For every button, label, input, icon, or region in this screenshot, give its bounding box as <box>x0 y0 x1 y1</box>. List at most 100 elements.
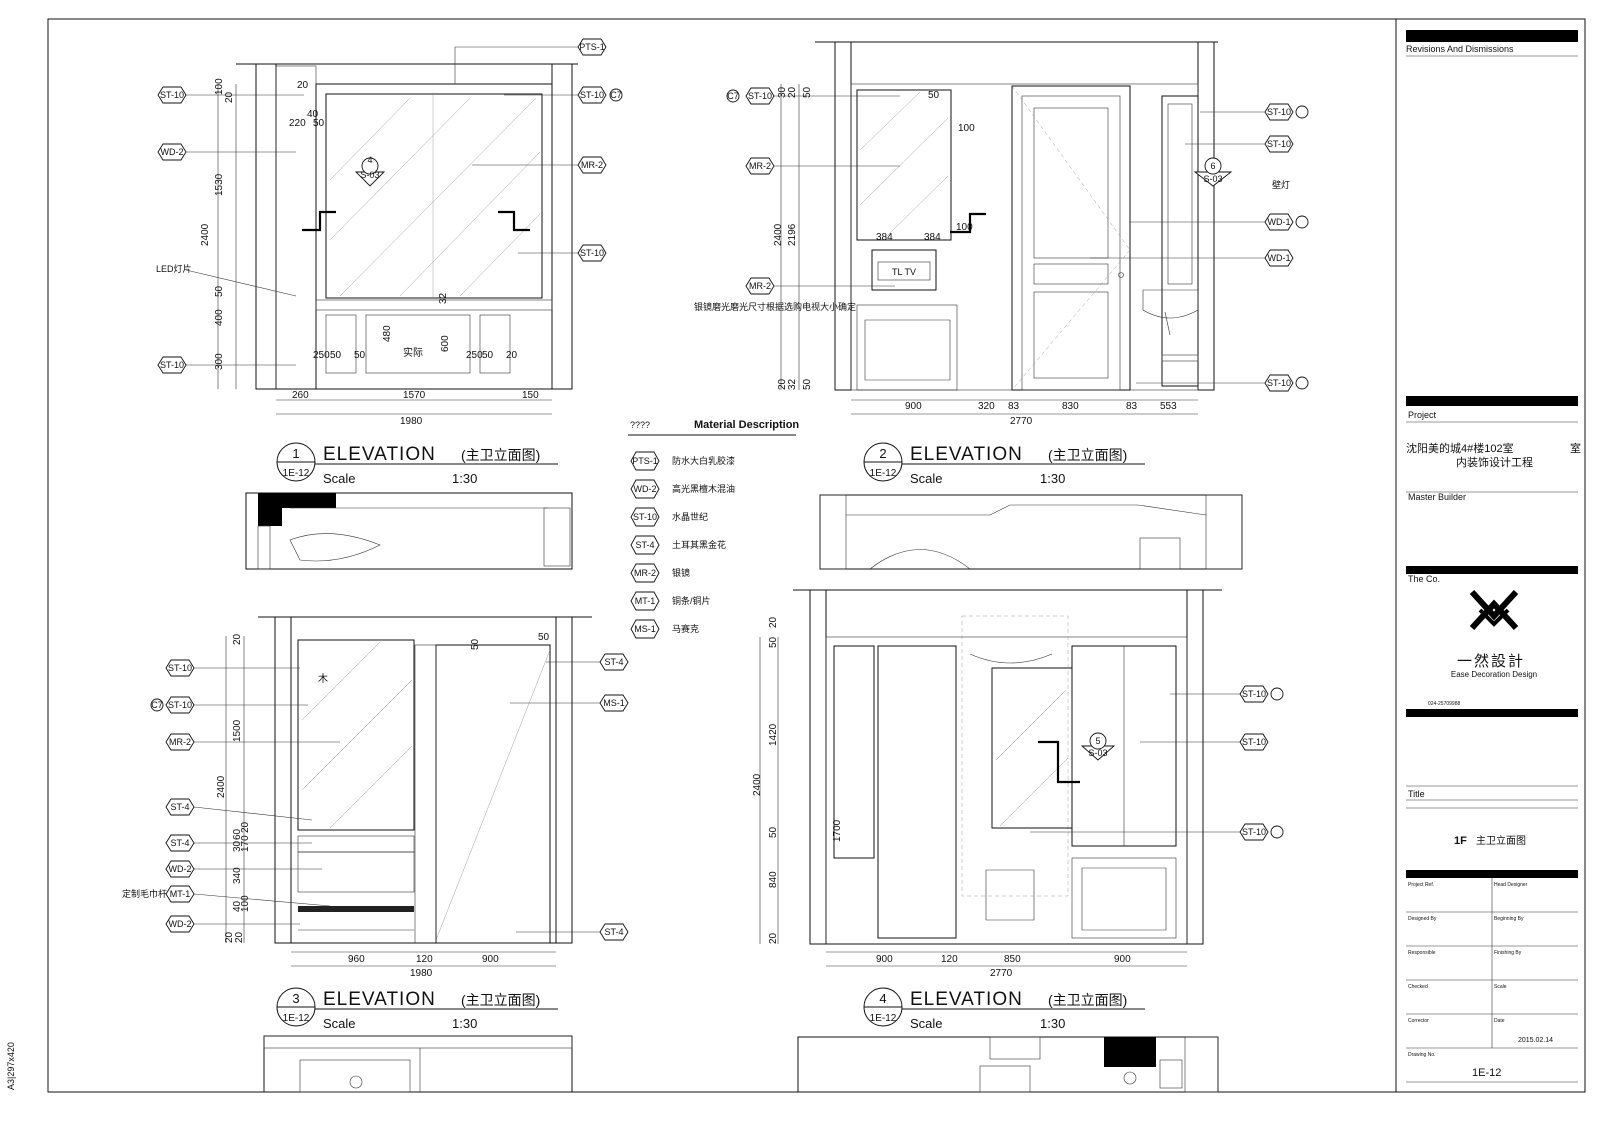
dim-e4-50b: 50 <box>768 826 779 838</box>
dim-e2-i50: 50 <box>928 90 940 101</box>
note-towel-bar: 定制毛巾杆 <box>122 888 167 899</box>
section-5-num: 5 <box>1095 736 1100 746</box>
legend-code: PTS-1 <box>632 456 658 466</box>
legend-description: 铜条/铜片 <box>672 595 711 606</box>
legend-code: MR-2 <box>634 568 656 578</box>
tb-scale: Scale <box>1494 984 1507 990</box>
note-led: LED灯片 <box>156 263 192 274</box>
dim-e2-2400: 2400 <box>773 223 784 246</box>
legend-tag-shape <box>630 591 660 611</box>
dim-e2-32: 32 <box>787 378 798 390</box>
elev-2-num: 2 <box>879 446 886 461</box>
dim-e1-50: 50 <box>214 285 225 297</box>
legend-description: 水晶世纪 <box>672 511 708 522</box>
tag-wd2-a: WD-2 <box>161 147 184 157</box>
legend-tag-shape <box>630 451 660 471</box>
tag-mt1: MT-1 <box>170 889 191 899</box>
elev-4-scale: 1:30 <box>1040 1016 1065 1031</box>
dim-e3-i50a: 50 <box>470 638 481 650</box>
legend-description: 高光黑檀木混油 <box>672 483 735 494</box>
dim-e1-400: 400 <box>214 309 225 326</box>
tb-beginning-by: Beginning By <box>1494 916 1524 922</box>
tag-ms1: MS-1 <box>603 698 625 708</box>
mosaic-wall <box>435 644 551 944</box>
dim-e2-20b: 20 <box>777 378 788 390</box>
door <box>1011 85 1131 391</box>
dim-e3-100: 100 <box>240 895 251 912</box>
legend-header: Material Description <box>694 419 799 431</box>
mirror-panel <box>325 93 543 299</box>
dim-e2-83a: 83 <box>1008 401 1020 412</box>
elev-1-title: ELEVATION <box>323 444 436 465</box>
dim-e2-320: 320 <box>978 401 995 412</box>
legend-tag-shape <box>630 479 660 499</box>
dim-e3-20a: 20 <box>232 633 243 645</box>
tag-st10-i: ST-10 <box>168 663 192 673</box>
tag-mr2-d: MR-2 <box>169 737 191 747</box>
elev-3-ref: 1E-12 <box>283 1013 310 1024</box>
section-4-num: 4 <box>367 155 372 165</box>
dim-e1-1570: 1570 <box>403 390 426 401</box>
dim-e3-i50b: 50 <box>538 632 550 643</box>
section-4-ref: S-03 <box>360 170 379 180</box>
tb-revisions: Revisions And Dismissions <box>1406 44 1514 54</box>
dim-e2-83b: 83 <box>1126 401 1138 412</box>
tb-date-label: Date <box>1494 1018 1505 1024</box>
dim-e1-i4: 50 <box>313 118 325 129</box>
dim-e1-i14: 50 <box>354 350 366 361</box>
legend-description: 马赛克 <box>672 623 699 634</box>
tb-drawing-no-label: Drawing No. <box>1408 1052 1436 1058</box>
tag-st10-b: ST-10 <box>160 360 184 370</box>
elev-4-cn: (主卫立面图) <box>1048 992 1127 1008</box>
dim-e2-553: 553 <box>1160 401 1177 412</box>
dim-e4-120: 120 <box>941 954 958 965</box>
legend-description: 防水大白乳胶漆 <box>672 455 735 466</box>
tb-project-label: Project <box>1408 410 1437 420</box>
dim-e1-1530: 1530 <box>214 173 225 196</box>
dim-e1-2400: 2400 <box>200 223 211 246</box>
elevation-4: 5 S-03 900 120 850 900 2770 50 20 1420 2… <box>752 589 1284 1093</box>
elev-3-num: 3 <box>292 991 299 1006</box>
tb-project-mark: 室 <box>1570 441 1581 455</box>
tb-title-label: Title <box>1408 789 1425 799</box>
tb-checked: Checked <box>1408 984 1428 990</box>
dim-e4-1700: 1700 <box>832 819 843 842</box>
elev-1-scale: 1:30 <box>452 471 477 486</box>
elev-4-title: ELEVATION <box>910 989 1023 1010</box>
tag-wd1-a: WD-1 <box>1268 217 1291 227</box>
legend-code: ST-4 <box>635 540 654 550</box>
dim-e4-900a: 900 <box>876 954 893 965</box>
legend-tag-shape <box>630 619 660 639</box>
title-block: Revisions And Dismissions Project 沈阳美的城4… <box>1395 18 1586 1093</box>
tag-mr2-a: MR-2 <box>581 160 603 170</box>
elev-2-cn: (主卫立面图) <box>1048 447 1127 463</box>
dim-e1-i12: 250 <box>313 350 330 361</box>
dim-e3-960: 960 <box>348 954 365 965</box>
tag-st10-f: ST-10 <box>1267 107 1291 117</box>
dim-e1-i13: 50 <box>330 350 342 361</box>
elev-3-title: ELEVATION <box>323 989 436 1010</box>
tag-st10-a: ST-10 <box>160 90 184 100</box>
mirror-panel-3 <box>297 639 415 831</box>
mosaic-column <box>877 645 957 939</box>
legend-code: ST-10 <box>633 512 657 522</box>
tb-date: 2015.02.14 <box>1518 1037 1553 1044</box>
dim-e2-2770: 2770 <box>1010 416 1033 427</box>
tb-corrector: Corrector <box>1408 1018 1429 1024</box>
dim-e2-2196: 2196 <box>787 223 798 246</box>
dim-e4-900b: 900 <box>1114 954 1131 965</box>
mark-c7-b: C7 <box>727 91 739 101</box>
tag-st4-c: ST-4 <box>604 657 623 667</box>
legend-header-code: ???? <box>630 420 650 430</box>
tag-wd2-c: WD-2 <box>169 919 192 929</box>
elev-4-num: 4 <box>879 991 886 1006</box>
tag-st10-m: ST-10 <box>1242 827 1266 837</box>
elev-3-scale-label: Scale <box>323 1016 356 1031</box>
dim-e4-850: 850 <box>1004 954 1021 965</box>
tb-company-label: The Co. <box>1408 574 1440 584</box>
tag-st4-b: ST-4 <box>170 838 189 848</box>
dim-e1-i3: 220 <box>289 118 306 129</box>
tag-st10-g: ST-10 <box>1267 139 1291 149</box>
legend-code: WD-2 <box>634 484 657 494</box>
elev-4-ref: 1E-12 <box>870 1013 897 1024</box>
